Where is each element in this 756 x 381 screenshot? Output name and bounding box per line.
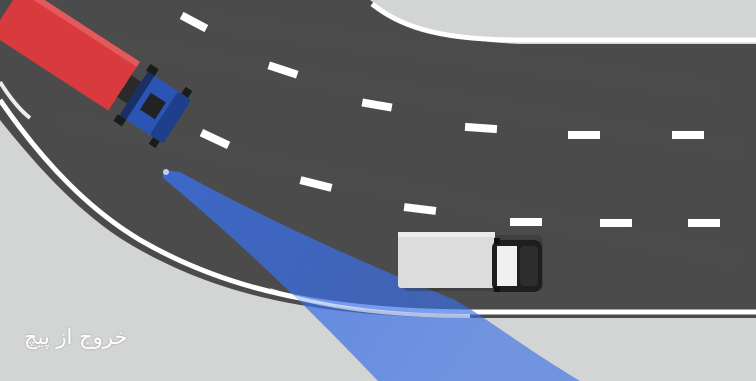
caption-text: خروج از پیچ <box>24 323 127 351</box>
van-icon <box>398 232 543 292</box>
